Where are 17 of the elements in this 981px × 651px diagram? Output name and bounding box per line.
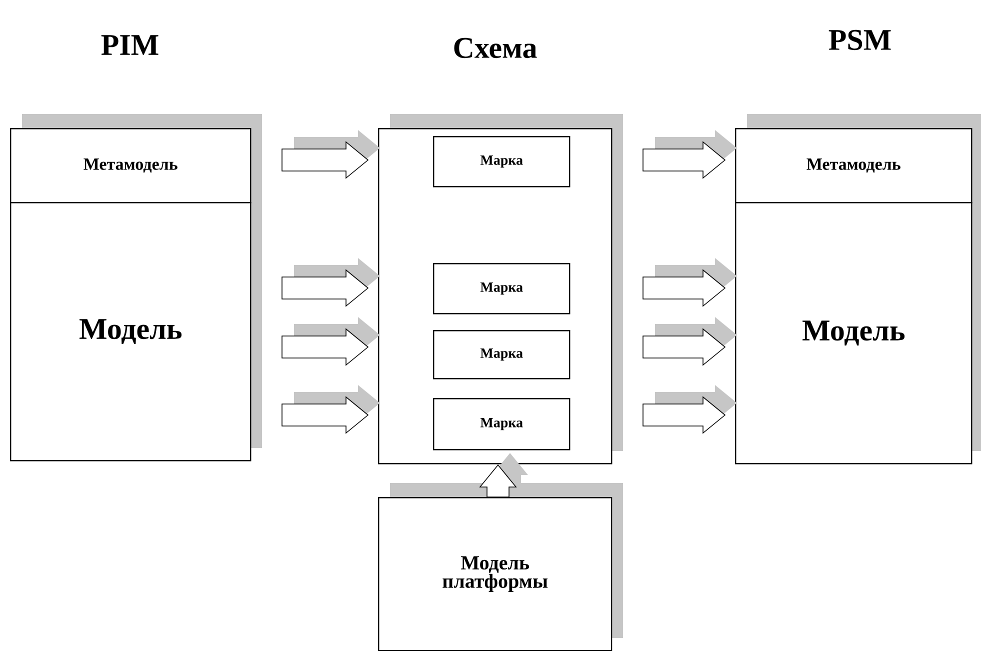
block-arrow — [282, 258, 380, 307]
block-arrow — [479, 453, 528, 498]
column-title: PSM — [828, 30, 891, 50]
column-title: PIM — [101, 35, 158, 55]
block-arrow — [282, 317, 380, 366]
mark-box: Марка — [433, 263, 570, 314]
mark-box: Марка — [433, 398, 570, 450]
block-arrow — [282, 130, 380, 179]
platform-model-box: Модель платформы — [378, 483, 623, 651]
mark-box: Марка — [433, 136, 570, 188]
block-arrow — [642, 130, 738, 179]
column-title: Схема — [454, 38, 537, 58]
block-arrow — [282, 385, 380, 434]
mark-box: Марка — [433, 330, 570, 380]
block-arrow — [642, 385, 738, 434]
block-arrow — [642, 258, 738, 307]
block-arrow — [642, 317, 738, 366]
